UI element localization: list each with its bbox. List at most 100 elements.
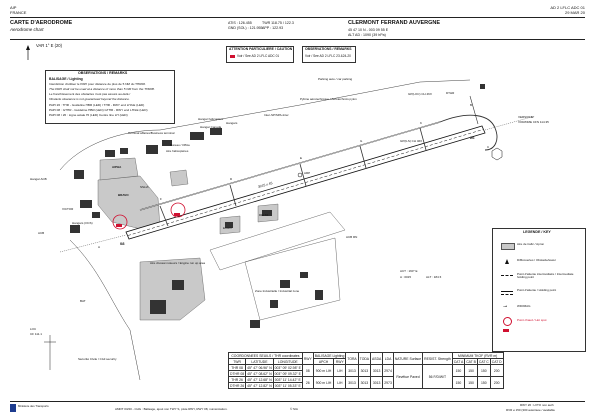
airport-name: CLERMONT FERRAND AUVERGNE (348, 20, 441, 26)
label-victor: VICTOR (62, 207, 74, 211)
hotspot-mini-icon (230, 55, 235, 58)
label-heli-area: Aire hélicoptères (166, 149, 189, 153)
header-right-2: 29 MAR 20 (564, 10, 585, 15)
label-vor: VOR/DME CFN 114.35 (518, 120, 549, 124)
table-cell: 3013 (345, 364, 359, 377)
hot-spot-icon (503, 317, 512, 326)
label-engine-test: Aire d'essai moteurs / Engine run up are… (150, 261, 206, 265)
label-glide: GP(LOC) CH 46X (408, 92, 432, 96)
hs-badge (503, 329, 509, 332)
label-a: A (98, 245, 101, 249)
header-rule (10, 17, 585, 18)
th-lda: LDA (382, 352, 394, 365)
loc-antenna (44, 335, 56, 370)
ministry-logo (10, 404, 16, 412)
table-cell: 200 (489, 376, 504, 389)
label-act-note: ACT : 160° E (400, 269, 418, 273)
remarks-line-0: Interdiction d'utiliser le PAPI pour dis… (49, 82, 146, 86)
th-nature: NATURE Surface (392, 352, 424, 365)
intermediate-holding-icon (501, 275, 513, 276)
magnetic-variation: VAR 1° E (20) (36, 43, 63, 48)
runway-08-26 (125, 125, 486, 240)
legend-intermediate: Point d'attente intermédiaire / Intermed… (517, 272, 574, 280)
table-cell: 3013 (357, 364, 372, 377)
label-hangars-ocs: Hangars (OCS) (72, 221, 93, 225)
chart-title: CARTE D'AERODROME (10, 20, 73, 26)
label-rwy-08: 08 (120, 241, 125, 246)
table-cell: 3013 (345, 376, 359, 389)
label-bat: BAT (80, 299, 86, 303)
rwy-note: RWY 26 : LVTO non auth (520, 403, 554, 407)
observations-box: OBSERVATIONS / REMARKS Voir / See AD 2 L… (302, 46, 356, 63)
table-cell: 3013 (357, 376, 372, 389)
remarks-line-4: PAPI 26 : THR - Guideline HBR (LED) / TH… (49, 103, 145, 107)
runway-data-table: COORDONNEES SEUILS / THR coordinates RWY… (227, 352, 504, 389)
rvr-note: RVR ≥ 150 (300 autorisée / available (506, 408, 555, 412)
taxiway-east-loop (439, 114, 498, 151)
table-cell: LIH (333, 364, 347, 377)
legend-holding: Point d'attente / Holding point (517, 288, 557, 292)
app-freq: APP : 122.93 (262, 26, 284, 30)
airport-coords: 45 47 10 N - 003 09 55 E (348, 28, 389, 32)
remarks-line-2: Le franchissement des obstacles n'est pa… (49, 92, 131, 96)
label-hangar-heli: Hangar hélicoptère (198, 117, 224, 121)
remarks-line-3: Obstacle clearance is not guaranteed bey… (49, 97, 130, 101)
table-cell: 08 (301, 364, 314, 377)
table-cell: 56 F/D/W/T (422, 364, 453, 389)
apron-heli (169, 169, 189, 187)
th-rwy: RWY (301, 352, 314, 365)
label-b: B (470, 103, 473, 107)
table-cell: 45° 47' 12.82" N (245, 382, 274, 389)
legend-apron-swatch (501, 243, 515, 250)
label-delta: DELTA (259, 213, 269, 217)
approach-lights-26 (484, 115, 536, 131)
label-twy-k: K (420, 121, 423, 125)
attention-box: ATTENTION PARTICULIERE / CAUTION Voir / … (226, 46, 294, 63)
table-cell: 26 (301, 376, 314, 389)
perimeter-road (59, 79, 471, 171)
amendment-note: AMDT 03/20 - CHG : Balisage, ajout non T… (115, 407, 228, 411)
label-loc: LOC (30, 327, 37, 331)
label-pylone: Pylône aérotechnique / Aerotechnics pylo… (300, 97, 357, 101)
label-twy-e: E (300, 156, 303, 160)
balisage-title: BALISAGE / Lighting (49, 77, 83, 81)
table-cell: 150 (476, 364, 491, 377)
table-cell: 003° 11' 05.33" E (272, 382, 303, 389)
table-cell: 2973 (382, 376, 394, 389)
label-twy-sp: Inter-SP/SPA-Inter (264, 113, 289, 117)
header-left-2: FRANCE (10, 10, 27, 15)
gnd-freq: GND (SOL) : 121.955 (228, 26, 263, 30)
ministry-logo-text: Ministère des Transports (18, 404, 49, 408)
th-tora: TORA (345, 352, 359, 365)
table-cell: 150 (451, 376, 466, 389)
table-cell: DTHR 26 (227, 382, 247, 389)
table-cell: 150 (464, 364, 478, 377)
th-resist: RESIST. Strength (422, 352, 453, 365)
table-cell: Revêtue Paved (392, 364, 424, 389)
apron-alpha (99, 157, 139, 181)
table-cell: 3013 (370, 376, 384, 389)
label-bravo: BRAVO (118, 193, 129, 197)
hot-spot-1 (112, 214, 128, 230)
arp-icon (297, 172, 303, 178)
remarks-box: OBSERVATIONS / REMARKS BALISAGE / Lighti… (45, 70, 175, 124)
th-asda: ASDA (370, 352, 384, 365)
table-cell: 150 (451, 364, 466, 377)
table-cell: 900 m LIH (312, 364, 335, 377)
legend-wdi: WDI/MAG (517, 304, 531, 308)
attention-title: ATTENTION PARTICULIERE / CAUTION (229, 47, 293, 51)
twr-freq: TWR 118.75 / 122.3 (262, 21, 294, 25)
label-alpha: AlPHA (112, 165, 122, 169)
label-twy-f: F (160, 197, 162, 201)
header-rule-2 (10, 39, 585, 40)
th-toda: TODA (357, 352, 372, 365)
approach-lights-08 (59, 234, 127, 253)
north-arrow (26, 45, 30, 60)
label-industrial: Zone Industrielle / Industrial zone (255, 289, 300, 293)
observations-title: OBSERVATIONS / REMARKS (305, 47, 352, 51)
label-parking: Parking auto / car parking (318, 77, 353, 81)
label-ops: Bureau / Office (170, 143, 190, 147)
table-cell: 150 (476, 376, 491, 389)
chart-subtitle: Aerodrome chart (10, 27, 44, 32)
